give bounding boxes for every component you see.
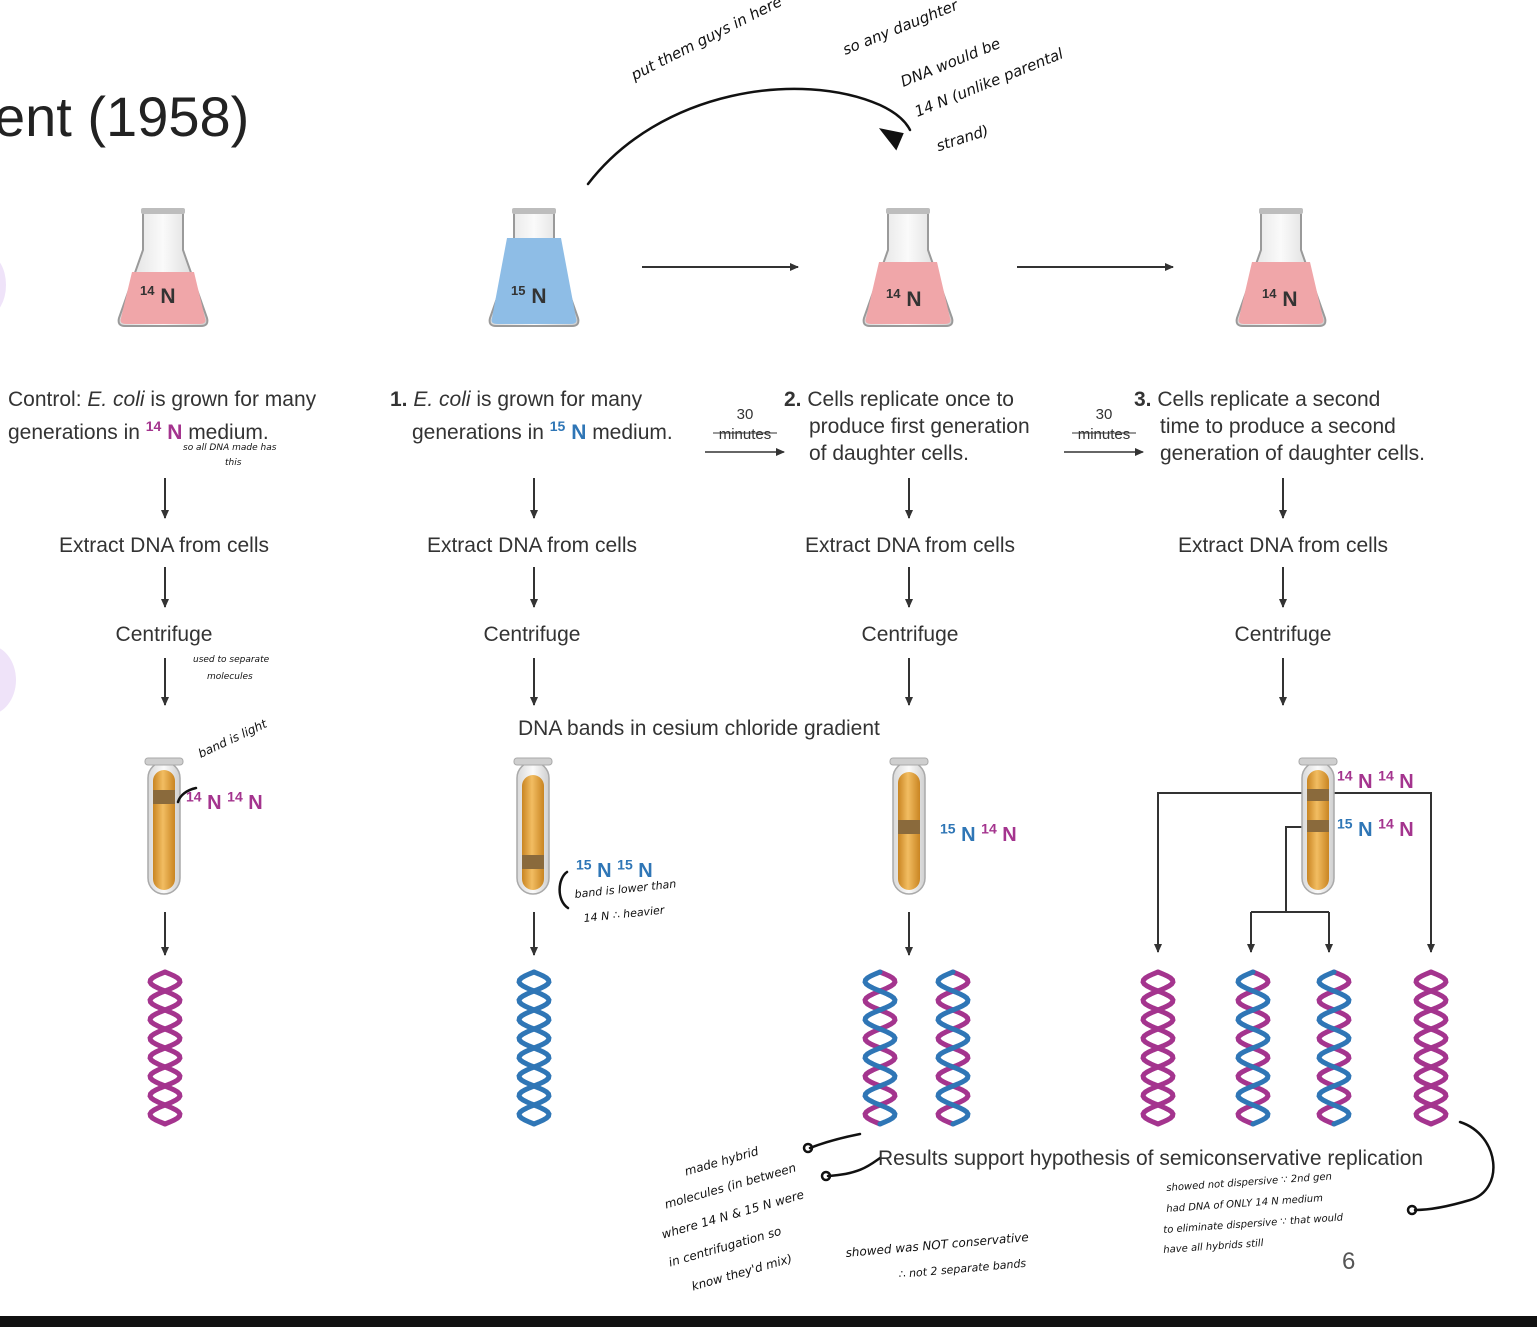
flask-label-s2: 14 N [886, 286, 922, 311]
dna-gen2-d-strand-2 [1413, 969, 1449, 1127]
dna-gen1-b [935, 969, 971, 1127]
gradient-label: DNA bands in cesium chloride gradient [518, 717, 880, 740]
dna-gen0-strand-2 [516, 969, 552, 1127]
caption-step-1: 1. E. coli is grown for many generations… [390, 388, 673, 444]
dna-gen2-a-strand-2 [1140, 969, 1176, 1127]
dna-gen2-c-strand-2 [1316, 969, 1352, 1127]
dna-gen1-a-strand-2 [862, 969, 898, 1127]
dna-gen1-a [862, 969, 898, 1127]
tube-s2 [889, 757, 929, 895]
centrifuge-s3: Centrifuge [1234, 623, 1332, 646]
flask-label-control: 14 N [140, 283, 176, 308]
dna-gen2-b-strand-2 [1235, 969, 1271, 1127]
dna-gen2-c [1316, 969, 1352, 1127]
dna-control-strand-2 [147, 969, 183, 1127]
tube-s1 [513, 757, 553, 895]
hw-centrifuge-note-1: used to separate [193, 655, 270, 665]
flask-s2 [862, 208, 954, 327]
conclusion: Results support hypothesis of semiconser… [878, 1147, 1424, 1170]
dna-gen2-a [1140, 969, 1176, 1127]
decor-circle-1 [0, 255, 6, 315]
slide-title: ent (1958) [0, 85, 250, 148]
band-label-control: 14 N 14 N [186, 788, 263, 814]
extract-control: Extract DNA from cells [58, 534, 270, 557]
centrifuge-s1: Centrifuge [483, 623, 581, 646]
flask-control [117, 208, 209, 327]
decor-circle-2 [0, 645, 16, 715]
extract-s1: Extract DNA from cells [426, 534, 638, 557]
extract-s3: Extract DNA from cells [1177, 534, 1389, 557]
hw-control-note-1: so all DNA made has [183, 443, 277, 453]
band-label-s3-top: 14 N 14 N [1337, 767, 1414, 793]
centrifuge-s2: Centrifuge [861, 623, 959, 646]
flask-label-s3: 14 N [1262, 286, 1298, 311]
dna-gen2-b [1235, 969, 1271, 1127]
tube-control [144, 757, 184, 895]
page-number: 6 [1342, 1248, 1356, 1275]
caption-step-3: 3. Cells replicate a second time to prod… [1134, 388, 1426, 465]
extract-s2: Extract DNA from cells [804, 534, 1016, 557]
band-label-s1: 15 N 15 N [576, 856, 653, 882]
dna-gen1-b-strand-2 [935, 969, 971, 1127]
hw-centrifuge-note-2: molecules [207, 672, 253, 682]
centrifuge-control: Centrifuge [115, 623, 213, 646]
hw-control-note-2: this [225, 458, 242, 468]
tube-s3 [1298, 757, 1338, 895]
flask-s1 [488, 208, 580, 327]
flask-s3 [1235, 208, 1327, 327]
dna-gen0 [516, 969, 552, 1127]
band-label-s3-bottom: 15 N 14 N [1337, 815, 1414, 841]
flask-label-s1: 15 N [511, 283, 547, 308]
bottom-bar [0, 1316, 1537, 1327]
caption-step-2: 2. Cells replicate once to produce first… [784, 388, 1030, 465]
dna-gen2-d [1413, 969, 1449, 1127]
dna-control [147, 969, 183, 1127]
caption-control: Control: E. coli is grown for many gener… [8, 388, 317, 444]
band-label-s2: 15 N 14 N [940, 820, 1017, 846]
